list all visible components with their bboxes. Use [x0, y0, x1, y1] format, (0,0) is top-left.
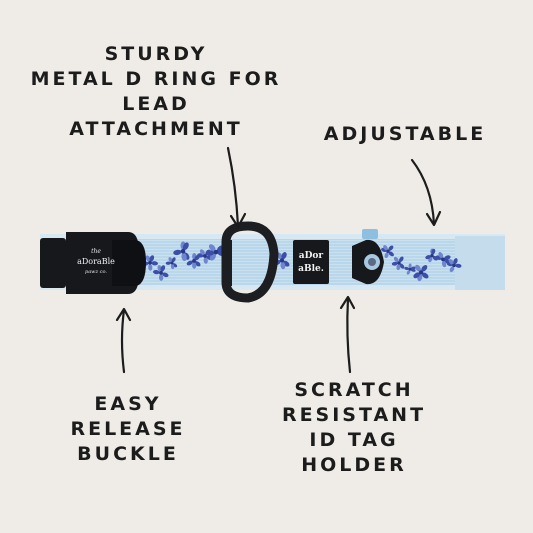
id-tag-label-line: HOLDER [301, 454, 407, 476]
buckle-release-clip [112, 240, 146, 286]
adjustable-arrow [410, 158, 442, 227]
buckle: the aDoraBle pawz co. [40, 232, 146, 294]
flower-motif [186, 253, 201, 269]
id-tag-holder [352, 239, 384, 285]
strap-end [455, 236, 505, 290]
buckle-logo-line: the [91, 248, 101, 255]
flower-motif [142, 255, 158, 271]
flower-motif [391, 256, 405, 271]
d-ring-arrow [226, 146, 247, 229]
tag-logo-line: aBle. [298, 264, 324, 274]
flower-motif [381, 245, 394, 259]
buckle-arrow [115, 307, 132, 374]
d-ring-label-line: LEAD [122, 93, 190, 115]
flower-motif [165, 257, 178, 270]
d-ring-label: STURDY METAL D RING FOR LEAD ATTACHMENT [20, 42, 292, 142]
adjustable-label: ADJUSTABLE [310, 122, 500, 147]
buckle-logo-line: aDoraBle [77, 257, 115, 266]
id-tag-label-line: RESISTANT [281, 404, 427, 426]
flower-motif [425, 248, 438, 263]
flower-motif [173, 241, 190, 262]
flower-motif [413, 264, 429, 282]
tag-logo-line: aDor [299, 251, 324, 261]
strap-keeper [362, 229, 378, 239]
buckle-label-line: EASY [94, 393, 162, 415]
d-ring-label-line: METAL D RING FOR [30, 68, 282, 90]
d-ring-label-line: ATTACHMENT [69, 118, 243, 140]
tag-holder-rivet [368, 258, 376, 266]
buckle-label-line: BUCKLE [77, 443, 179, 465]
id-tag-label-line: ID TAG [309, 429, 399, 451]
id-tag-label-line: SCRATCH [294, 379, 414, 401]
id-tag-label: SCRATCH RESISTANT ID TAG HOLDER [262, 378, 446, 478]
buckle-label-line: RELEASE [70, 418, 186, 440]
flower-motif [206, 244, 226, 261]
buckle-label: EASY RELEASE BUCKLE [58, 392, 198, 467]
flower-motif [446, 258, 462, 273]
strap-brand-patch: aDor aBle. [293, 240, 329, 284]
buckle-brand-logo: the aDoraBle pawz co. [77, 248, 115, 275]
buckle-logo-line: pawz co. [85, 269, 107, 275]
flower-motif [404, 263, 416, 275]
buckle-female [40, 238, 66, 288]
adjustable-label-line: ADJUSTABLE [323, 123, 487, 145]
d-ring-label-line: STURDY [104, 43, 208, 65]
flower-motif [153, 265, 169, 281]
id-tag-arrow [339, 295, 356, 374]
floral-pattern [142, 241, 462, 282]
